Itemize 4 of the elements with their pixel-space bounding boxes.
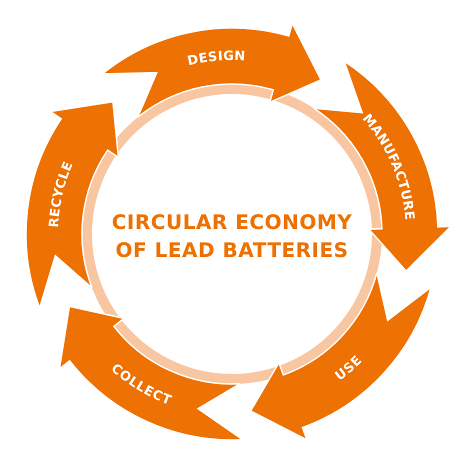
- step-label: DESIGN: [186, 48, 246, 69]
- curved-arrow-segment: [102, 22, 322, 118]
- curved-arrow-segment: [250, 272, 432, 441]
- diagram-title: CIRCULAR ECONOMY OF LEAD BATTERIES: [110, 209, 354, 264]
